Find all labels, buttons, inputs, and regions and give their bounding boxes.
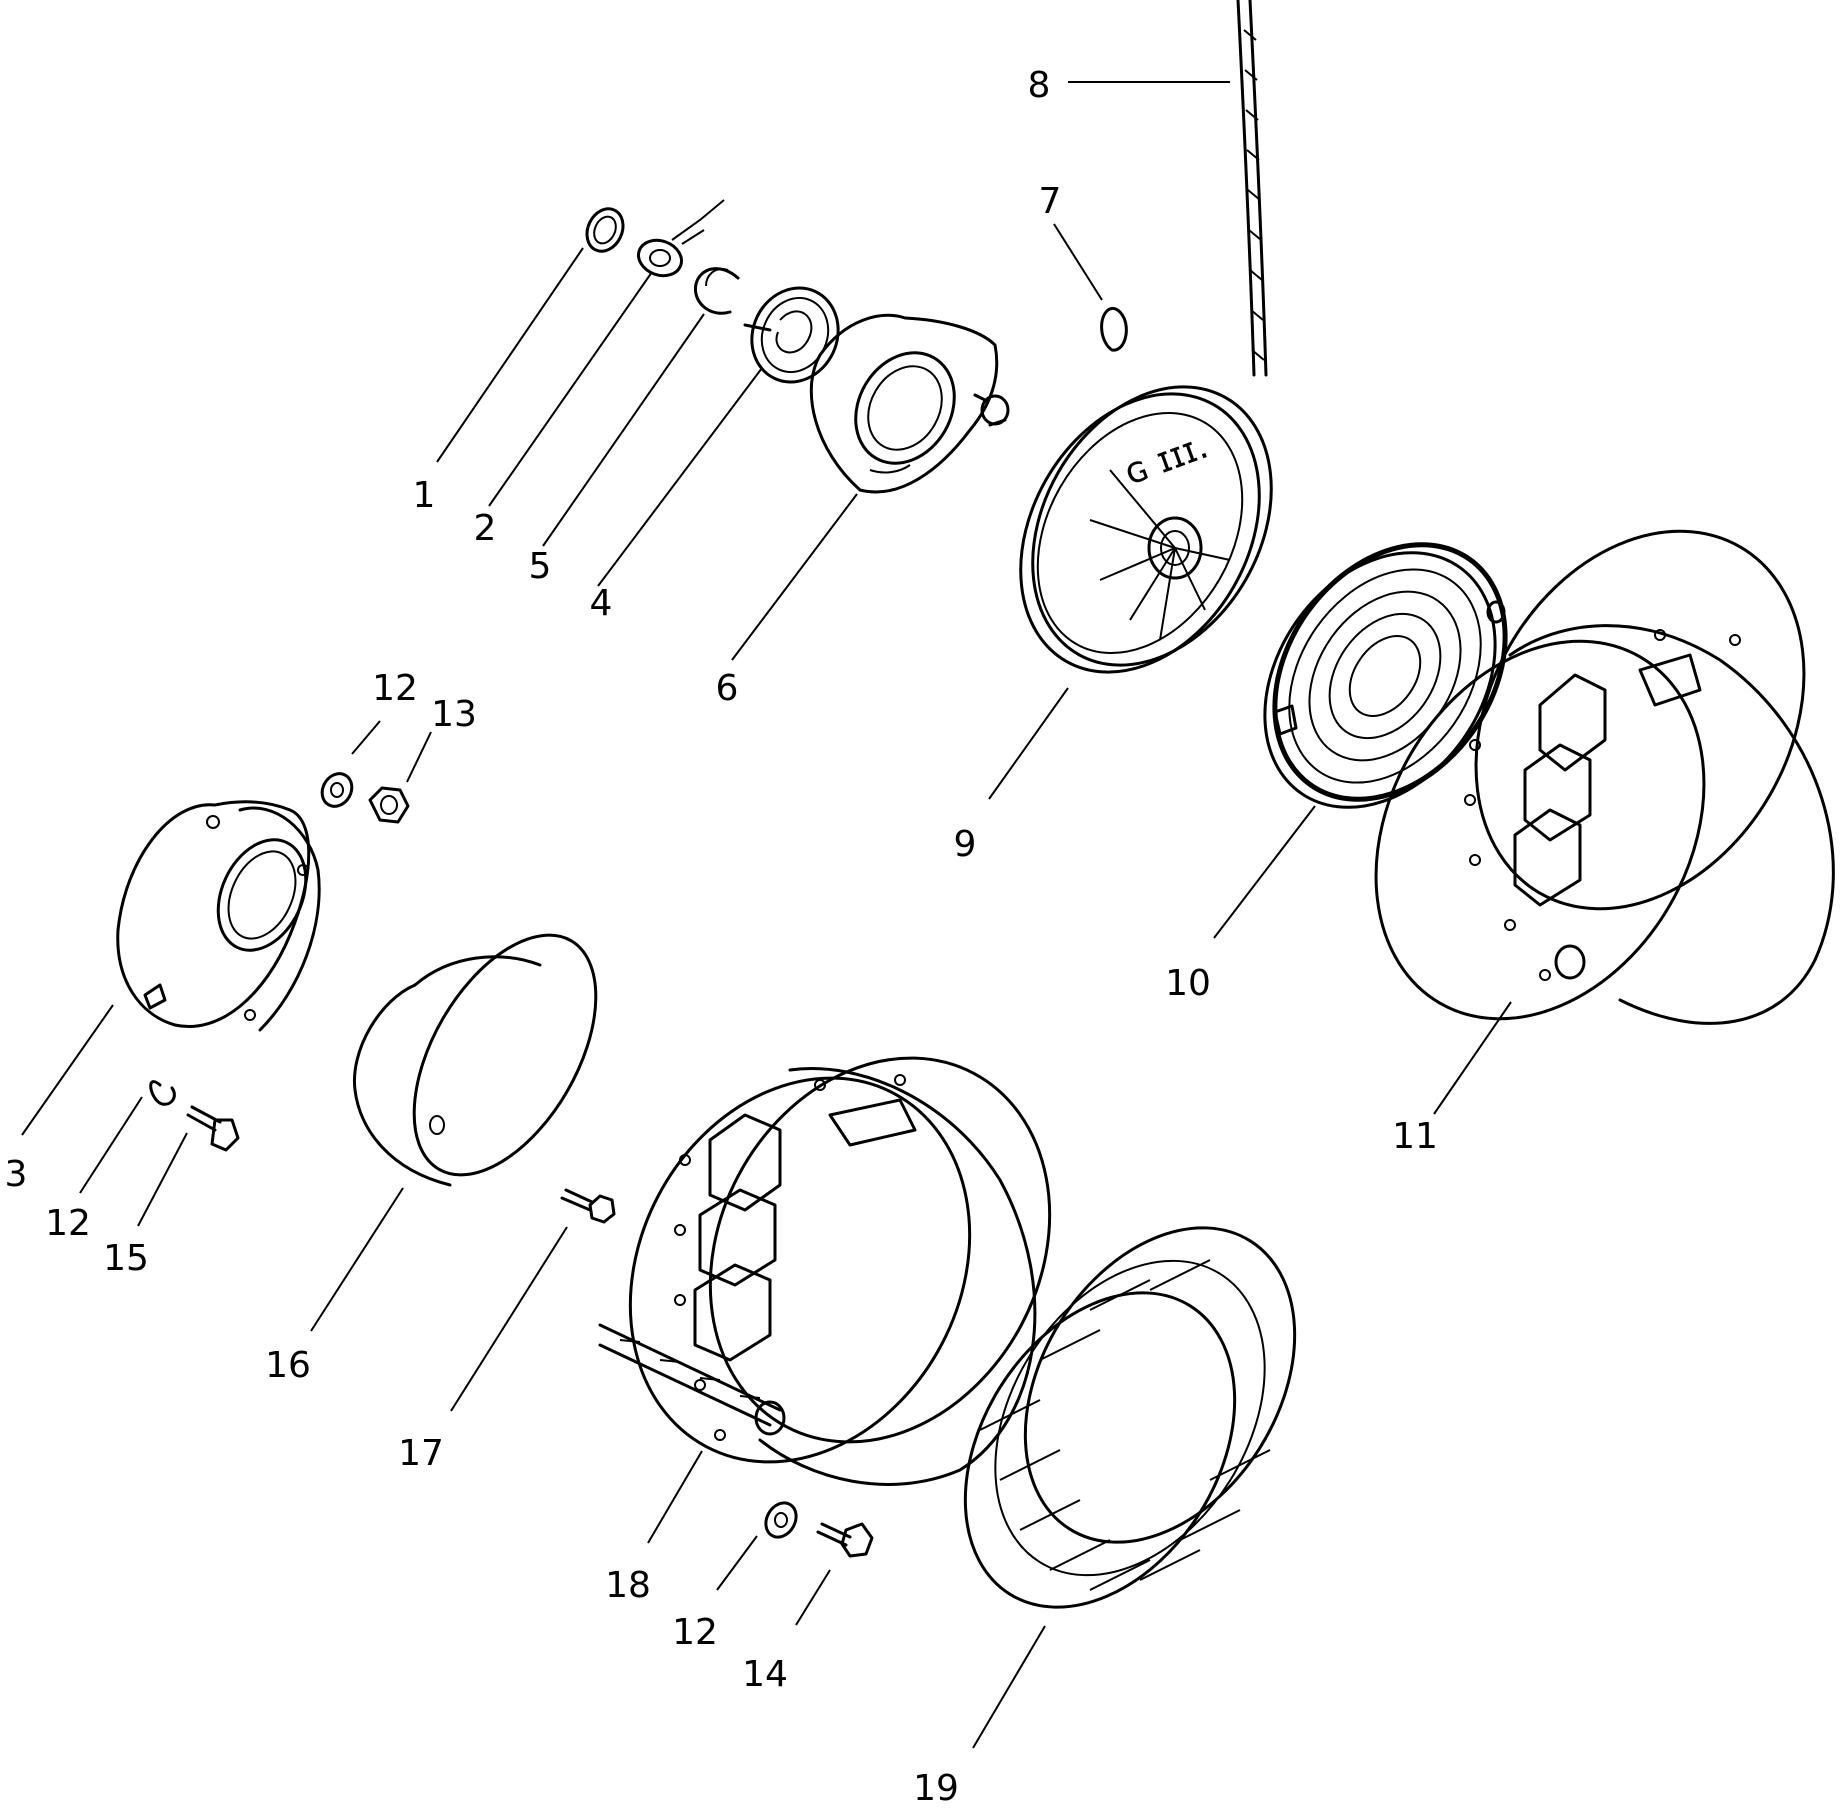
callout-3: 3	[5, 1154, 28, 1195]
pulley-marking: ɢ ɪɪɪ.	[1119, 426, 1214, 494]
callout-2: 2	[474, 508, 497, 549]
part-bolt-center	[560, 1188, 616, 1224]
part-screw-left	[186, 1105, 240, 1152]
part-pawl	[1100, 306, 1128, 352]
part-recoil-spring	[1263, 542, 1508, 809]
part-washer-left	[149, 1080, 176, 1106]
callout-16: 16	[265, 1345, 311, 1386]
part-pawl-plate	[809, 313, 1010, 494]
callout-14: 14	[742, 1654, 788, 1695]
callout-12-top: 12	[372, 668, 418, 709]
callout-19: 19	[913, 1768, 959, 1809]
part-rope-pulley: ɢ ɪɪɪ.	[1019, 385, 1273, 674]
part-washer-top	[320, 772, 354, 808]
part-cover-plate	[116, 800, 321, 1032]
callout-12-left: 12	[45, 1203, 91, 1244]
callout-17: 17	[398, 1433, 444, 1474]
part-inner-cup	[352, 933, 598, 1187]
part-starter-housing	[1374, 529, 1835, 1025]
part-rope	[1236, 0, 1268, 377]
callout-9: 9	[954, 824, 977, 865]
part-housing-center	[598, 1056, 1052, 1486]
callout-13: 13	[431, 694, 477, 735]
callout-11: 11	[1392, 1116, 1438, 1157]
part-nut	[368, 786, 410, 824]
callout-7: 7	[1039, 181, 1062, 222]
part-circlip	[585, 207, 625, 253]
callout-18: 18	[605, 1565, 651, 1606]
callout-12-bottom: 12	[672, 1612, 718, 1653]
callout-8: 8	[1028, 65, 1051, 106]
callout-10: 10	[1165, 963, 1211, 1004]
part-e-clip	[693, 267, 740, 315]
callout-6: 6	[716, 668, 739, 709]
part-screen-band	[963, 1226, 1297, 1609]
callout-4: 4	[590, 583, 613, 624]
callout-labels: 1 2 5 4 6 7 8 9 10 11 12 13 3 12 15 16 1…	[5, 65, 1438, 1809]
part-spring-bushing	[637, 199, 725, 278]
callout-15: 15	[103, 1238, 149, 1279]
leader-lines	[21, 81, 1512, 1749]
part-washer-bottom	[764, 1501, 798, 1539]
callout-1: 1	[413, 475, 436, 516]
part-bolt-bottom	[816, 1522, 874, 1558]
callout-5: 5	[529, 546, 552, 587]
